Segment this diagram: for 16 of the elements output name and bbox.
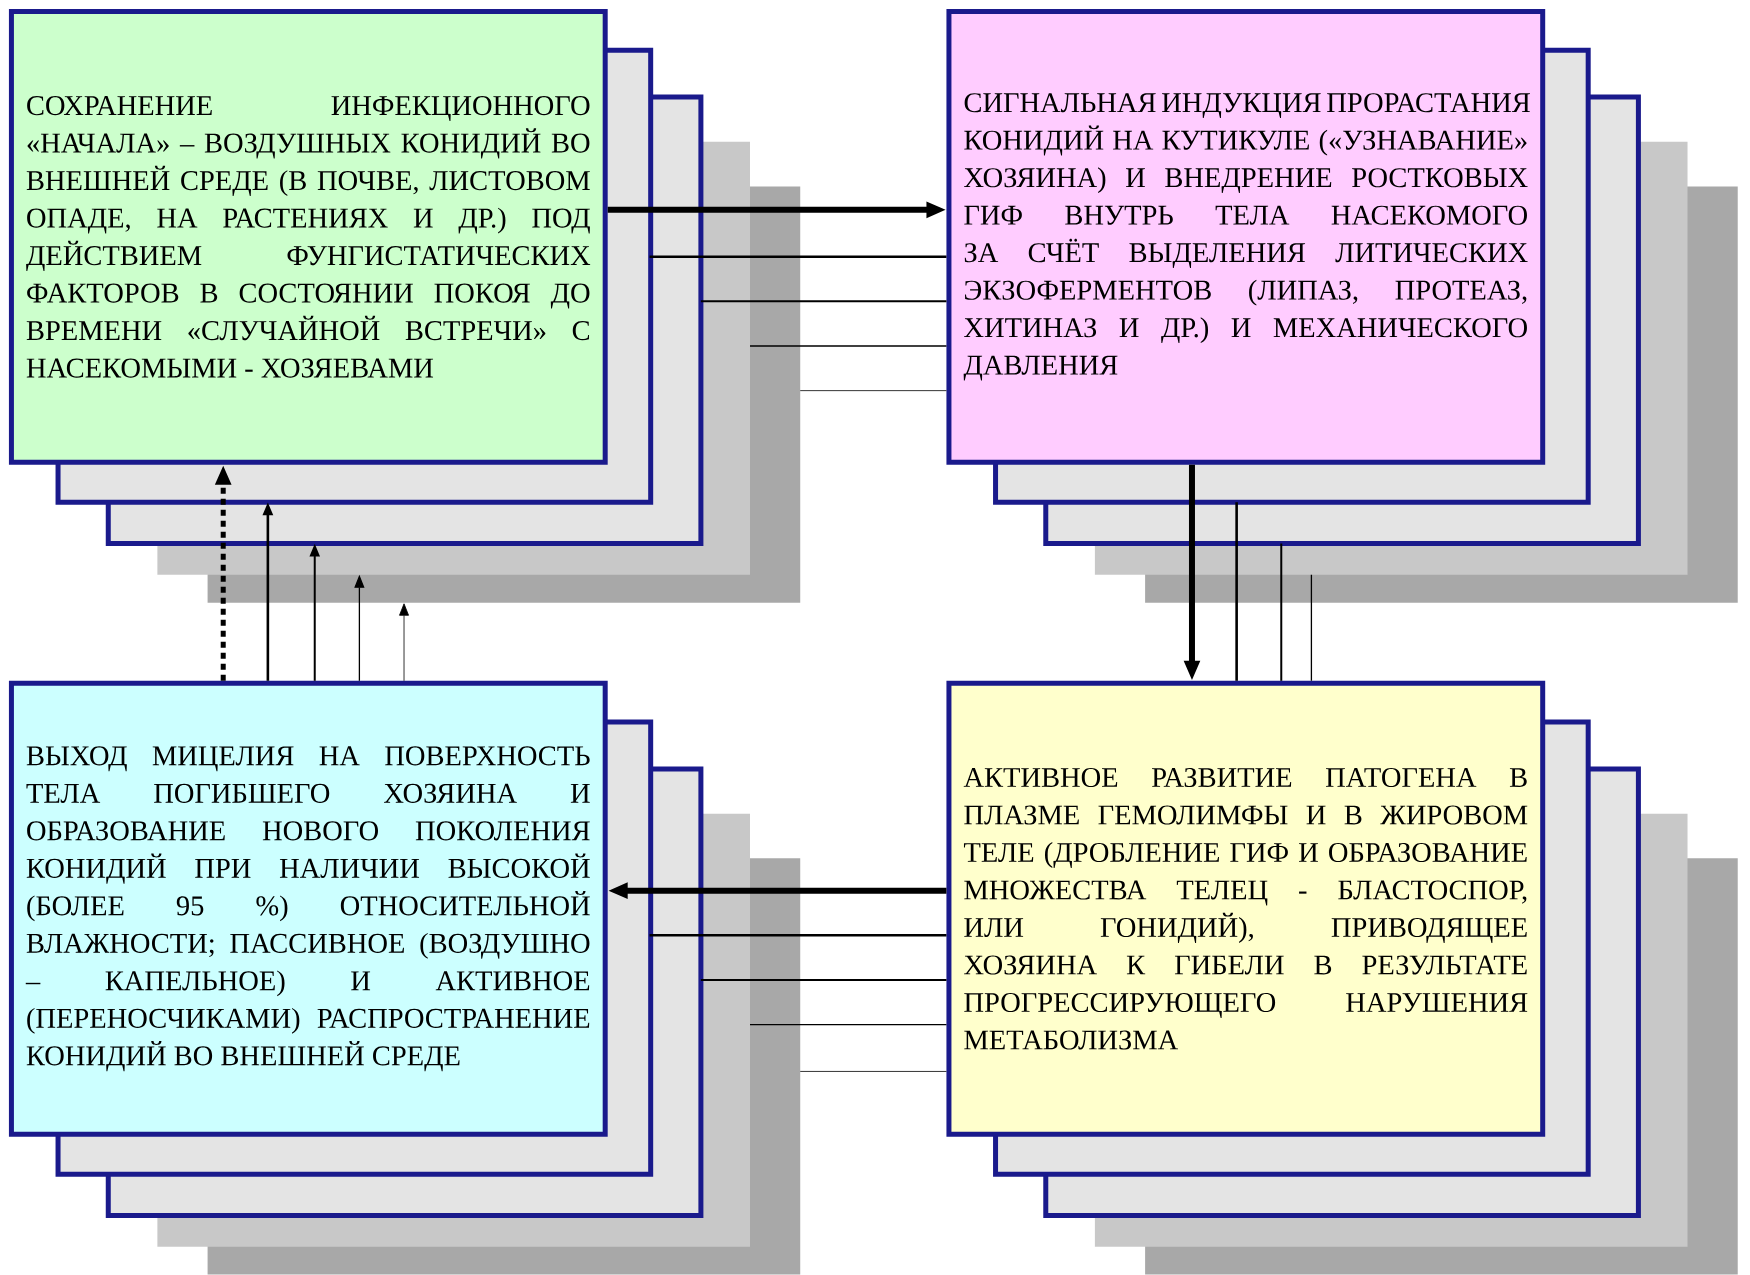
connector-line: [749, 345, 948, 347]
text-box: СИГНАЛЬНАЯ ИНДУКЦИЯ ПРОРАСТАНИЯ КОНИДИЙ НА КУТИКУЛЕ («УЗНАВАНИЕ» ХОЗЯИНА) И ВНЕДРЕНИЕ РОСТКОВЫХ ГИФ ВНУТРЬ ТЕЛА НАСЕКОМОГО ЗА СЧЁТ ВЫДЕЛЕНИЯ ЛИТИЧЕСКИХ ЭКЗОФЕРМЕНТОВ (ЛИПАЗ, ПРОТЕАЗ, ХИТИНАЗ И ДР.) И МЕХАНИЧЕСКОГО ДАВЛЕНИЯ: [946, 8, 1546, 465]
connector-line: [799, 1071, 947, 1072]
text-box: ВЫХОД МИЦЕЛИЯ НА ПОВЕРХНОСТЬ ТЕЛА ПОГИБШЕГО ХОЗЯИНА И ОБРАЗОВАНИЕ НОВОГО ПОКОЛЕНИЯ КОНИДИЙ ПРИ НАЛИЧИИ ВЫСОКОЙ (БОЛЕЕ 95 %) ОТНОСИТЕЛЬНОЙ ВЛАЖНОСТИ; ПАССИВНОЕ (ВОЗДУШНО – КАПЕЛЬНОЕ) И АКТИВНОЕ (ПЕРЕНОСЧИКАМИ) РАСПРОСТРАНЕНИЕ КОНИДИЙ ВО ВНЕШНЕЙ СРЕДЕ: [8, 680, 608, 1137]
connector-line: [649, 933, 947, 937]
connector-line: [1280, 542, 1283, 682]
connector-line: [699, 300, 948, 303]
connector-line: [799, 390, 947, 392]
text-box: СОХРАНЕНИЕ ИНФЕКЦИОННОГО «НАЧАЛА» – ВОЗДУШНЫХ КОНИДИЙ ВО ВНЕШНЕЙ СРЕДЕ (В ПОЧВЕ, ЛИСТОВОМ ОПАДЕ, НА РАСТЕНИЯХ И ДР.) ПОД ДЕЙСТВИЕМ ФУНГИСТАТИЧЕСКИХ ФАКТОРОВ В СОСТОЯНИИ ПОКОЯ ДО ВРЕМЕНИ «СЛУЧАЙНОЙ ВСТРЕЧИ» С НАСЕКОМЫМИ - ХОЗЯЕВАМИ: [8, 8, 608, 465]
text-box: АКТИВНОЕ РАЗВИТИЕ ПАТОГЕНА В ПЛАЗМЕ ГЕМОЛИМФЫ И В ЖИРОВОМ ТЕЛЕ (ДРОБЛЕНИЕ ГИФ И ОБРАЗОВАНИЕ МНОЖЕСТВА ТЕЛЕЦ - БЛАСТОСПОР, ИЛИ ГОНИДИЙ), ПРИВОДЯЩЕЕ ХОЗЯИНА К ГИБЕЛИ В РЕЗУЛЬТАТЕ ПРОГРЕССИРУЮЩЕГО НАРУШЕНИЯ МЕТАБОЛИЗМА: [946, 680, 1546, 1137]
connector-line: [649, 255, 947, 258]
connector-line: [699, 978, 948, 981]
connector-line: [1310, 574, 1313, 682]
connector-line: [749, 1023, 948, 1026]
arrow: [399, 603, 409, 682]
connector-line: [1235, 502, 1238, 681]
